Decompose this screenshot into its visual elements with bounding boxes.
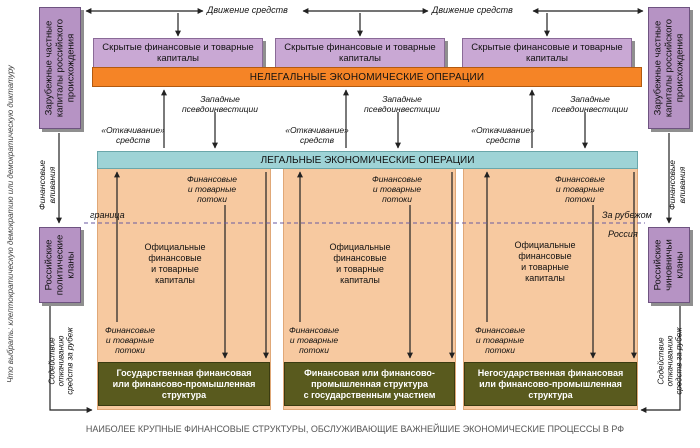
official-capitals-2: Официальные финансовые и товарные капита… bbox=[329, 242, 391, 285]
political-clans-box: Российские политические кланы bbox=[39, 227, 81, 303]
western-investments-label-2: Западные псевдоинвестиции bbox=[364, 94, 440, 114]
western-investments-label-3: Западные псевдоинвестиции bbox=[552, 94, 628, 114]
foreign-capital-box-left: Зарубежные частные капиталы российского … bbox=[39, 7, 81, 129]
fin-flows-upper-3: Финансовые и товарные потоки bbox=[555, 174, 605, 204]
russia-label: Россия bbox=[608, 229, 638, 239]
money-flow-label-right: Движение средств bbox=[432, 5, 513, 15]
illegal-operations-bar: НЕЛЕГАЛЬНЫЕ ЭКОНОМИЧЕСКИЕ ОПЕРАЦИИ bbox=[92, 67, 642, 87]
caption: НАИБОЛЕЕ КРУПНЫЕ ФИНАНСОВЫЕ СТРУКТУРЫ, О… bbox=[85, 424, 625, 434]
hidden-capitals-box-3: Скрытые финансовые и товарные капиталы bbox=[462, 38, 632, 68]
pumping-label-3: «Откачивание» средств bbox=[471, 125, 535, 145]
official-capitals-3: Официальные финансовые и товарные капита… bbox=[514, 240, 576, 283]
pumping-label-1: «Откачивание» средств bbox=[101, 125, 165, 145]
legal-operations-bar: ЛЕГАЛЬНЫЕ ЭКОНОМИЧЕСКИЕ ОПЕРАЦИИ bbox=[97, 151, 638, 169]
fin-flows-lower-3: Финансовые и товарные потоки bbox=[475, 325, 525, 355]
structure-box-private: Негосударственная финансовая или финансо… bbox=[464, 362, 637, 406]
fin-flows-lower-2: Финансовые и товарные потоки bbox=[289, 325, 339, 355]
official-clans-box: Российские чиновничьи кланы bbox=[648, 227, 690, 303]
hidden-capitals-box-1: Скрытые финансовые и товарные капиталы bbox=[93, 38, 263, 68]
structure-box-state-participation: Финансовая или финансово- промышленная с… bbox=[284, 362, 455, 406]
official-capitals-1: Официальные финансовые и товарные капита… bbox=[144, 242, 206, 285]
western-investments-label-1: Западные псевдоинвестиции bbox=[182, 94, 258, 114]
fin-flows-upper-2: Финансовые и товарные потоки bbox=[372, 174, 422, 204]
abroad-label: За рубежом bbox=[602, 210, 652, 220]
structure-box-state: Государственная финансовая или финансово… bbox=[98, 362, 270, 406]
money-flow-label-left: Движение средств bbox=[207, 5, 288, 15]
foreign-capital-box-right: Зарубежные частные капиталы российского … bbox=[648, 7, 690, 129]
pumping-label-2: «Откачивание» средств bbox=[285, 125, 349, 145]
hidden-capitals-box-2: Скрытые финансовые и товарные капиталы bbox=[275, 38, 445, 68]
fin-flows-upper-1: Финансовые и товарные потоки bbox=[187, 174, 237, 204]
border-label: граница bbox=[90, 210, 125, 220]
fin-flows-lower-1: Финансовые и товарные потоки bbox=[105, 325, 155, 355]
